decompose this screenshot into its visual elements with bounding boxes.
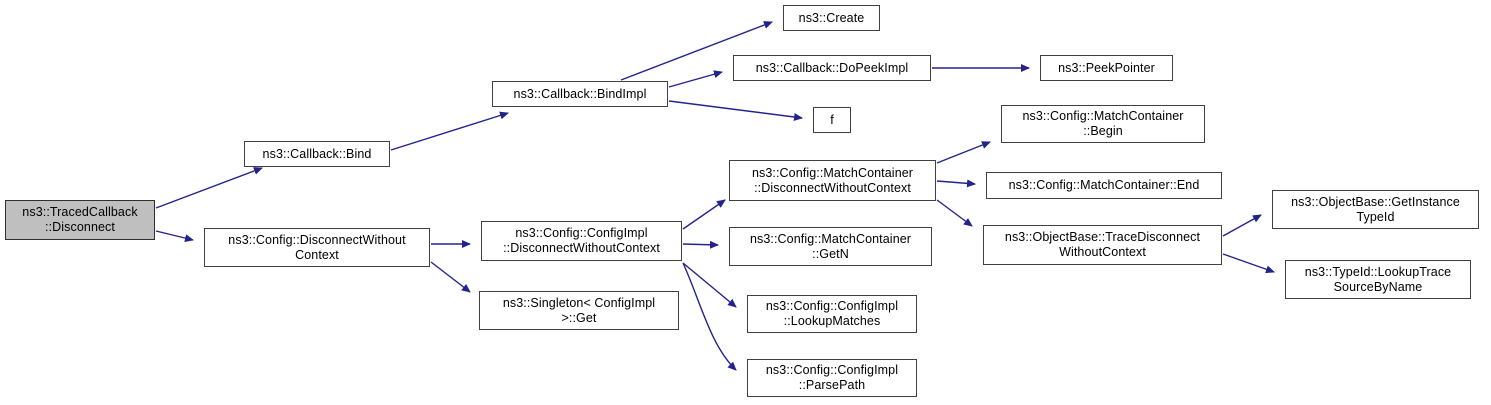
graph-node-parsePath[interactable]: ns3::Config::ConfigImpl ::ParsePath xyxy=(747,359,917,397)
edge-implDisc-to-mcGetN xyxy=(682,240,719,249)
graph-node-peekpointer[interactable]: ns3::PeekPointer xyxy=(1040,55,1173,81)
graph-node-implDisc[interactable]: ns3::Config::ConfigImpl ::DisconnectWith… xyxy=(481,221,682,261)
edge-mcDisc-to-mcBegin xyxy=(936,141,991,164)
graph-node-mcGetN[interactable]: ns3::Config::MatchContainer ::GetN xyxy=(729,227,932,266)
edge-implDisc-to-parsePath xyxy=(682,262,737,371)
graph-node-cfgdisc[interactable]: ns3::Config::DisconnectWithout Context xyxy=(204,228,430,267)
edge-mcDisc-to-traceDisc xyxy=(936,199,973,227)
edge-implDisc-to-mcDisc xyxy=(682,199,726,230)
edge-mcDisc-to-mcEnd xyxy=(936,179,976,188)
graph-node-dopeekimpl[interactable]: ns3::Callback::DoPeekImpl xyxy=(733,55,931,81)
edge-cfgdisc-to-singleton xyxy=(430,261,471,293)
graph-node-bindimpl[interactable]: ns3::Callback::BindImpl xyxy=(492,81,668,107)
edge-bindimpl-to-dopeekimpl xyxy=(668,70,723,88)
edge-bind-to-bindimpl xyxy=(390,111,509,151)
graph-node-f[interactable]: f xyxy=(813,107,851,133)
graph-node-getInstance[interactable]: ns3::ObjectBase::GetInstance TypeId xyxy=(1272,190,1479,229)
graph-node-mcEnd[interactable]: ns3::Config::MatchContainer::End xyxy=(986,172,1222,199)
edge-traceDisc-to-lookupTrace xyxy=(1222,253,1275,274)
graph-node-mcBegin[interactable]: ns3::Config::MatchContainer ::Begin xyxy=(1001,105,1205,143)
graph-node-traceDisc[interactable]: ns3::ObjectBase::TraceDisconnect Without… xyxy=(983,225,1222,265)
graph-node-create[interactable]: ns3::Create xyxy=(783,5,880,31)
graph-node-mcDisc[interactable]: ns3::Config::MatchContainer ::Disconnect… xyxy=(729,160,936,201)
graph-node-lookupMatch[interactable]: ns3::Config::ConfigImpl ::LookupMatches xyxy=(747,295,917,333)
graph-node-root[interactable]: ns3::TracedCallback ::Disconnect xyxy=(5,200,155,240)
edge-root-to-bind xyxy=(155,167,263,209)
edge-implDisc-to-lookupMatch xyxy=(682,262,737,308)
edge-bindimpl-to-f xyxy=(668,100,803,121)
edge-root-to-cfgdisc xyxy=(155,230,194,242)
graph-node-bind[interactable]: ns3::Callback::Bind xyxy=(244,141,390,167)
graph-node-lookupTrace[interactable]: ns3::TypeId::LookupTrace SourceByName xyxy=(1285,260,1471,299)
edge-traceDisc-to-getInstance xyxy=(1222,214,1262,237)
graph-node-singleton[interactable]: ns3::Singleton< ConfigImpl >::Get xyxy=(479,291,679,330)
